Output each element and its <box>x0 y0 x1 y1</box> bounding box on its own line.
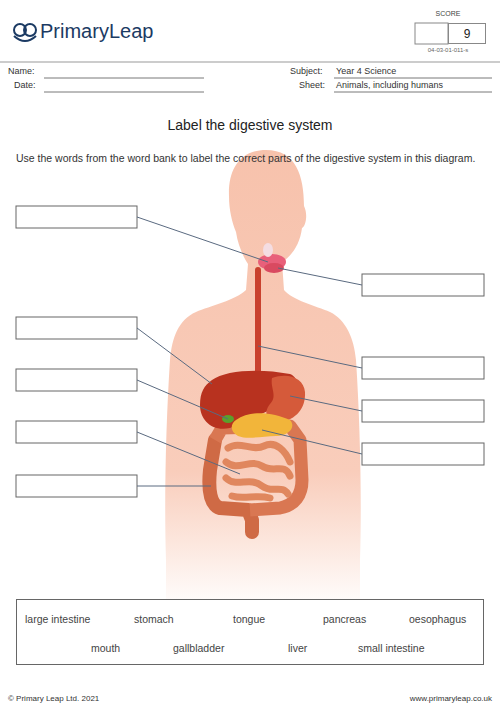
line-shape <box>137 432 240 474</box>
line-shape <box>290 396 362 411</box>
line-shape <box>44 92 204 93</box>
instruction-text: Use the words from the word bank to labe… <box>16 152 486 165</box>
logo-text: PrimaryLeap <box>40 19 153 43</box>
sheet-code: 04-03-01-011-s <box>428 47 469 54</box>
rect-shape <box>16 421 137 443</box>
digestive-organs <box>200 243 305 532</box>
path-shape <box>215 426 302 510</box>
score-value: 9 <box>449 27 485 41</box>
field-label: Date: <box>14 80 36 91</box>
line-shape <box>334 92 492 93</box>
path-shape <box>232 496 270 498</box>
path-shape <box>226 478 288 494</box>
oesophagus <box>255 270 261 380</box>
line-shape <box>137 380 228 419</box>
pancreas <box>232 413 293 438</box>
word-bank-word: liver <box>288 642 307 655</box>
score-caption: SCORE <box>436 10 461 18</box>
large-intestine <box>209 440 252 532</box>
footer-text: © Primary Leap Ltd. 2021 <box>8 694 99 704</box>
word-bank-word: oesophagus <box>409 613 466 626</box>
worksheet-title: Label the digestive system <box>168 117 333 134</box>
line-shape <box>0 62 500 63</box>
rect-shape <box>16 206 137 228</box>
line-shape <box>44 78 204 79</box>
line-shape <box>278 268 362 285</box>
score-box: 9 <box>448 23 486 44</box>
rect-shape <box>362 400 484 422</box>
rect-shape <box>362 274 484 296</box>
answer-boxes <box>16 206 484 497</box>
ellipse-shape <box>263 243 273 257</box>
line-shape <box>258 346 362 368</box>
word-bank-word: stomach <box>134 613 174 626</box>
tongue <box>264 263 284 273</box>
field-label: Sheet: <box>299 80 325 91</box>
small-intestine <box>226 444 290 498</box>
body-silhouette <box>165 150 361 610</box>
path-shape <box>228 444 290 462</box>
word-bank-word: mouth <box>91 642 120 655</box>
word-bank-word: pancreas <box>323 613 366 626</box>
rect-shape <box>362 443 484 465</box>
footer-text: www.primaryleap.co.uk <box>410 694 492 704</box>
rect-shape <box>16 317 137 339</box>
circle-shape <box>24 24 36 36</box>
rect-shape <box>16 475 137 497</box>
word-bank-box: large intestine stomach tongue pancreas oeso… <box>16 599 484 665</box>
line-shape <box>137 328 212 384</box>
word-bank-word: tongue <box>233 613 265 626</box>
line-shape <box>137 217 268 262</box>
path-shape <box>165 150 361 610</box>
rect-shape <box>16 369 137 391</box>
path-shape <box>14 36 36 41</box>
field-value: Animals, including humans <box>336 80 443 91</box>
line-shape <box>334 78 492 79</box>
word-bank-word: large intestine <box>25 613 90 626</box>
field-label: Name: <box>8 66 35 77</box>
word-bank-word: small intestine <box>358 642 425 655</box>
leader-lines <box>137 217 362 486</box>
word-bank-word: gallbladder <box>173 642 224 655</box>
rect-shape <box>362 357 484 379</box>
logo-icon <box>14 24 36 41</box>
field-label: Subject: <box>290 66 323 77</box>
field-value: Year 4 Science <box>336 66 396 77</box>
line-shape <box>137 486 211 487</box>
line-shape <box>262 430 362 454</box>
path-shape <box>226 462 290 476</box>
score-box <box>415 23 448 44</box>
